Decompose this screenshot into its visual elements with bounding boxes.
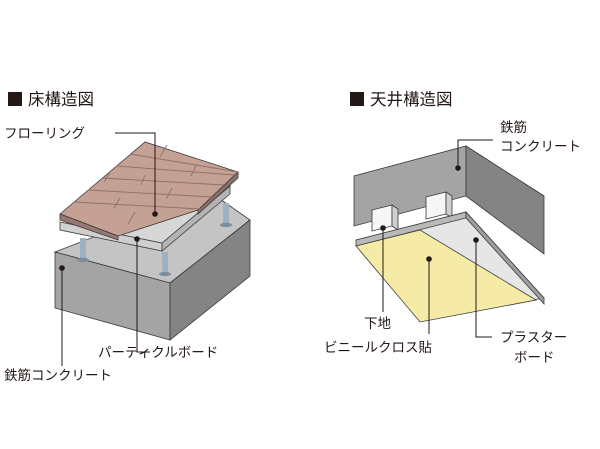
ceiling-structure-panel: 天井構造図 [324, 90, 581, 366]
base-joist [425, 191, 453, 220]
base-callout: 下地 [364, 225, 391, 332]
floor-concrete-callout: 鉄筋コンクリート [4, 265, 112, 384]
ceiling-concrete-slab [353, 145, 545, 255]
ceiling-title: 天井構造図 [370, 90, 453, 109]
flooring-leader-line [115, 132, 156, 214]
flooring-callout: フローリング [4, 126, 158, 217]
particle-board-leader-line [136, 239, 150, 353]
flooring-front-edge [59, 213, 119, 241]
floor-concrete-label: 鉄筋コンクリート [4, 367, 112, 384]
ceiling-title-square [350, 92, 364, 106]
vinyl-cloth-callout: ビニールクロス貼 [324, 256, 432, 356]
ceiling-concrete-callout: 鉄筋 コンクリート [455, 119, 581, 171]
floor-title-square [8, 92, 22, 106]
ceiling-concrete-side [465, 145, 545, 255]
vinyl-cloth-label: ビニールクロス貼 [324, 340, 432, 356]
plaster-board-leader-line [475, 240, 492, 338]
ceiling-base-joists [371, 191, 453, 232]
floor-structure-panel: 床構造図 [4, 90, 251, 384]
plaster-board-callout: プラスター ボード [473, 237, 567, 366]
particle-board-label: パーティクルボード [98, 345, 218, 361]
plaster-board-label-line2: ボード [514, 350, 555, 366]
floor-concrete-side [169, 219, 251, 341]
plaster-board-side-edge [465, 210, 545, 306]
ceiling-concrete-label-line1: 鉄筋 [500, 119, 527, 136]
plaster-board-label-line1: プラスター [500, 330, 567, 346]
base-label: 下地 [364, 316, 391, 332]
floor-support-posts [77, 203, 232, 277]
vinyl-cloth-layer [355, 229, 538, 323]
support-post [77, 238, 89, 263]
flooring-layer [59, 141, 239, 241]
flooring-label: フローリング [4, 126, 85, 142]
ceiling-concrete-label-line2: コンクリート [500, 139, 581, 155]
flooring-plank-seams [73, 144, 239, 225]
floor-title: 床構造図 [28, 90, 94, 109]
support-post [159, 252, 171, 277]
particle-board-callout: パーティクルボード [98, 236, 218, 361]
flooring-leader-dot [152, 211, 158, 217]
ceiling-concrete-leader-line [457, 139, 493, 168]
support-post [220, 203, 232, 228]
